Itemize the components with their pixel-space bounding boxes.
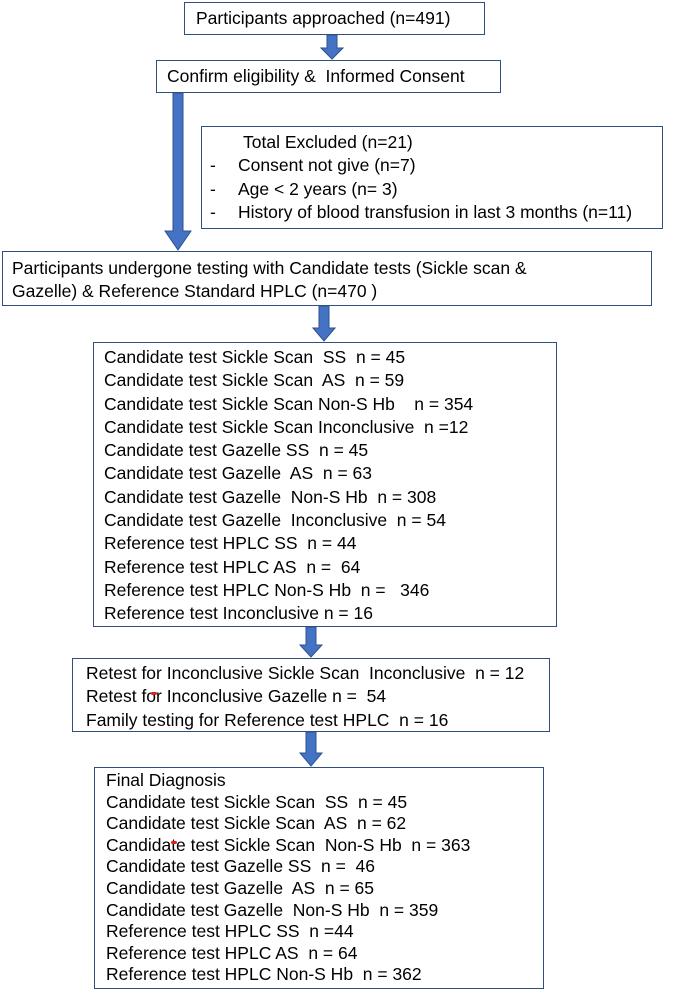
final-line: Candidate test Sickle Scan SS n = 45	[106, 791, 408, 812]
results-line: Candidate test Gazelle Non-S Hb n = 308	[104, 486, 437, 507]
results-line: Candidate test Sickle Scan AS n = 59	[104, 370, 405, 391]
bullet-dash: -	[210, 201, 216, 222]
results-line: Reference test HPLC Non-S Hb n = 346	[104, 579, 430, 600]
bullet-dash: -	[210, 178, 216, 199]
bullet-dash: -	[210, 155, 216, 176]
arrow-down-icon	[164, 93, 192, 251]
results-line: Candidate test Gazelle AS n = 63	[104, 463, 373, 484]
final-title: Final Diagnosis	[106, 770, 226, 790]
final-line: Candidate test Gazelle AS n = 65	[106, 877, 375, 898]
final-line: Reference test HPLC Non-S Hb n = 362	[106, 964, 422, 985]
arrow-down-icon	[320, 35, 344, 60]
results-line: Candidate test Sickle Scan Non-S Hb n = …	[104, 393, 474, 414]
final-line: Reference test HPLC SS n =44	[106, 921, 354, 942]
testing-line: Gazelle) & Reference Standard HPLC (n=47…	[12, 281, 378, 302]
excluded-box: Total Excluded (n=21) - Consent not give…	[201, 126, 663, 229]
red-mark	[171, 841, 177, 844]
excluded-item-text: Consent not give (n=7)	[238, 155, 416, 176]
retest-line: Retest for Inconclusive Sickle Scan Inco…	[86, 663, 525, 683]
final-line: Reference test HPLC AS n = 64	[106, 942, 358, 963]
excluded-item: - Consent not give (n=7)	[210, 154, 662, 177]
excluded-item-text: History of blood transfusion in last 3 m…	[238, 201, 633, 222]
arrow-down-icon	[299, 732, 323, 767]
retest-line: Retest for Inconclusive Gazelle n = 54	[86, 686, 387, 707]
arrow-down-icon	[299, 627, 323, 658]
results-line: Candidate test Gazelle Inconclusive n = …	[104, 510, 446, 531]
excluded-title: Total Excluded (n=21)	[243, 132, 413, 152]
results-line: Candidate test Sickle Scan SS n = 45	[104, 347, 406, 367]
final-diagnosis-box: Final Diagnosis Candidate test Sickle Sc…	[94, 767, 544, 989]
approached-box: Participants approached (n=491)	[184, 2, 485, 35]
retest-line: Family testing for Reference test HPLC n…	[86, 709, 449, 730]
retest-box: Retest for Inconclusive Sickle Scan Inco…	[72, 658, 550, 732]
excluded-item: - History of blood transfusion in last 3…	[210, 201, 662, 224]
testing-line: Participants undergone testing with Cand…	[12, 258, 527, 278]
final-line: Candidate test Sickle Scan AS n = 62	[106, 813, 407, 834]
results-line: Reference test HPLC SS n = 44	[104, 533, 357, 554]
red-mark	[151, 692, 157, 695]
excluded-item-text: Age < 2 years (n= 3)	[238, 178, 398, 199]
approached-text: Participants approached (n=491)	[196, 8, 451, 28]
results-line: Candidate test Gazelle SS n = 45	[104, 440, 369, 461]
results-line: Candidate test Sickle Scan Inconclusive …	[104, 416, 469, 437]
testing-box: Participants undergone testing with Cand…	[2, 251, 652, 306]
final-line: Candidate test Gazelle Non-S Hb n = 359	[106, 899, 439, 920]
consent-box: Confirm eligibility & Informed Consent	[156, 60, 501, 93]
results-line: Reference test HPLC AS n = 64	[104, 556, 361, 577]
final-line: Candidate test Gazelle SS n = 46	[106, 856, 375, 877]
consent-text: Confirm eligibility & Informed Consent	[167, 66, 465, 86]
excluded-item: - Age < 2 years (n= 3)	[210, 178, 662, 201]
final-line: Candidate test Sickle Scan Non-S Hb n = …	[106, 834, 471, 855]
arrow-down-icon	[312, 306, 336, 342]
results-box: Candidate test Sickle Scan SS n = 45 Can…	[93, 342, 557, 627]
results-line: Reference test Inconclusive n = 16	[104, 603, 373, 624]
